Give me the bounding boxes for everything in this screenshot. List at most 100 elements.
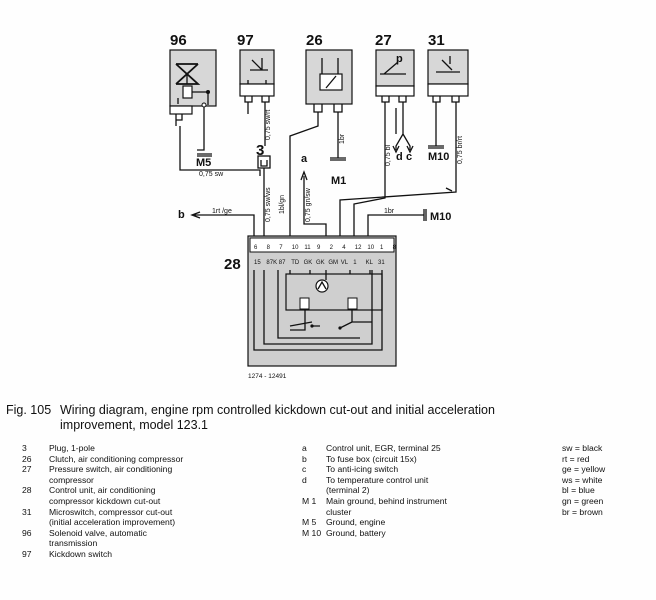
wire-label-003b: 1bl/gn [279,195,286,214]
legend-key: d [302,474,307,485]
ground-m5: M5 [196,157,211,169]
legend-key: M 1 [302,495,317,506]
label-26: 26 [306,32,323,49]
legend-key: 28 [22,485,32,496]
terminal-label: TD [291,260,300,266]
legend-components: 3 Plug, 1-pole 26 Clutch, air conditioning … [22,443,242,560]
legend-key: 97 [22,548,32,559]
microswitch-31 [427,49,469,103]
label-96: 96 [170,32,187,49]
compressor-clutch-26 [305,49,353,113]
label-28: 28 [224,256,241,273]
caption-line-1: Wiring diagram, engine rpm controlled ki… [60,403,495,417]
connector-pin: 8 [267,245,271,251]
terminal-label: 31 [378,260,385,266]
legend-text: Pressure switch, air conditioning compre… [49,464,173,485]
connector-pin: 2 [330,245,334,251]
ref-d: d [396,151,403,163]
terminal-label: GK [304,260,313,266]
legend-text: Kickdown switch [49,548,113,559]
legend-item: 3 Plug, 1-pole [22,443,242,454]
ref-a: a [301,153,308,165]
figure-number: Fig. 105 [6,403,52,417]
legend-text: Control unit, air conditioning compresso… [49,485,161,506]
connector-pin: 8 [393,245,397,251]
ground-m10-right: M10 [430,211,451,223]
terminal-label: 87K [266,260,277,266]
label-27: 27 [375,32,392,49]
ref-b: b [178,209,185,221]
legend-item: 97 Kickdown switch [22,549,242,560]
label-3: 3 [256,142,264,159]
terminal-label: KL [366,260,374,266]
terminal-label: GK [316,260,325,266]
image-code: 1274 - 12491 [248,373,287,380]
wire-color-code: br = brown [562,506,603,517]
wire-label-003a: 0,75 sw/ws [265,187,272,222]
legend-text: Main ground, behind instrument cluster [326,495,447,517]
connector-pin: 9 [317,245,321,251]
connector-pin: 12 [355,245,362,251]
terminal-label: VL [341,260,349,266]
ref-c: c [406,151,412,163]
legend-text: Ground, engine [326,517,386,528]
wire-color-code: bl = blue [562,485,595,496]
wiring-diagram: 96 97 26 27 31 3 28 M5 0,75 sw 0,75 sw/r… [169,32,469,380]
pressure-switch-27: p [375,49,415,103]
legend-key: 31 [22,506,32,517]
legend-item: 28 Control unit, air conditioning compres… [22,485,242,506]
legend-text: Clutch, air conditioning compressor [49,453,184,464]
legend-text: To anti-icing switch [326,464,399,475]
wire-label-m10: 1br [384,208,395,215]
legend-item: 26 Clutch, air conditioning compressor [22,454,242,465]
ground-m1: M1 [331,175,346,187]
wire-color-code: ge = yellow [562,464,606,475]
legend-key: 96 [22,527,32,538]
legend-text: To fuse box (circuit 15x) [326,453,417,464]
connector-pin: 10 [292,245,299,251]
solenoid-valve-96 [169,49,217,115]
wire-label-026: 1br [339,133,346,144]
connector-pin: 6 [254,245,258,251]
wire-label-096: 0,75 sw [199,171,224,178]
connector-pin: 4 [342,245,346,251]
legend-key: 26 [22,453,32,464]
connector-pin: 10 [367,245,374,251]
legend-item: M 1 Main ground, behind instrument cluste… [302,496,482,517]
terminal-label: GM [328,260,338,266]
label-97: 97 [237,32,254,49]
wire-label-097: 0,75 sw/rt [265,110,272,140]
label-31: 31 [428,32,445,49]
terminal-label: 1 [353,260,357,266]
wire-label-027: 0,75 bl [385,145,392,166]
legend-text: Control unit, EGR, terminal 25 [326,443,441,453]
plug-3 [257,155,271,169]
legend-key: 27 [22,464,32,475]
wire-color-code: sw = black [562,443,603,453]
kickdown-switch-97 [239,49,275,103]
wire-label-031: 0,75 br/rt [457,136,464,164]
pressure-symbol: p [396,53,403,65]
legend-key: M 10 [302,527,322,538]
legend-text: Solenoid valve, automatic transmission [49,527,147,549]
legend-item: 27 Pressure switch, air conditioning comp… [22,464,242,485]
wire-color-code: rt = red [562,453,590,464]
connector-pin: 11 [304,245,311,251]
legend-text: Plug, 1-pole [49,443,95,453]
legend-item: 96 Solenoid valve, automatic transmission [22,528,242,549]
legend-text: To temperature control unit (terminal 2) [326,474,429,496]
caption-line-2: improvement, model 123.1 [60,418,208,432]
terminal-label: 15 [254,260,261,266]
legend-key: 3 [22,443,27,453]
figure-caption: Fig. 105 Wiring diagram, engine rpm contr… [6,403,606,433]
